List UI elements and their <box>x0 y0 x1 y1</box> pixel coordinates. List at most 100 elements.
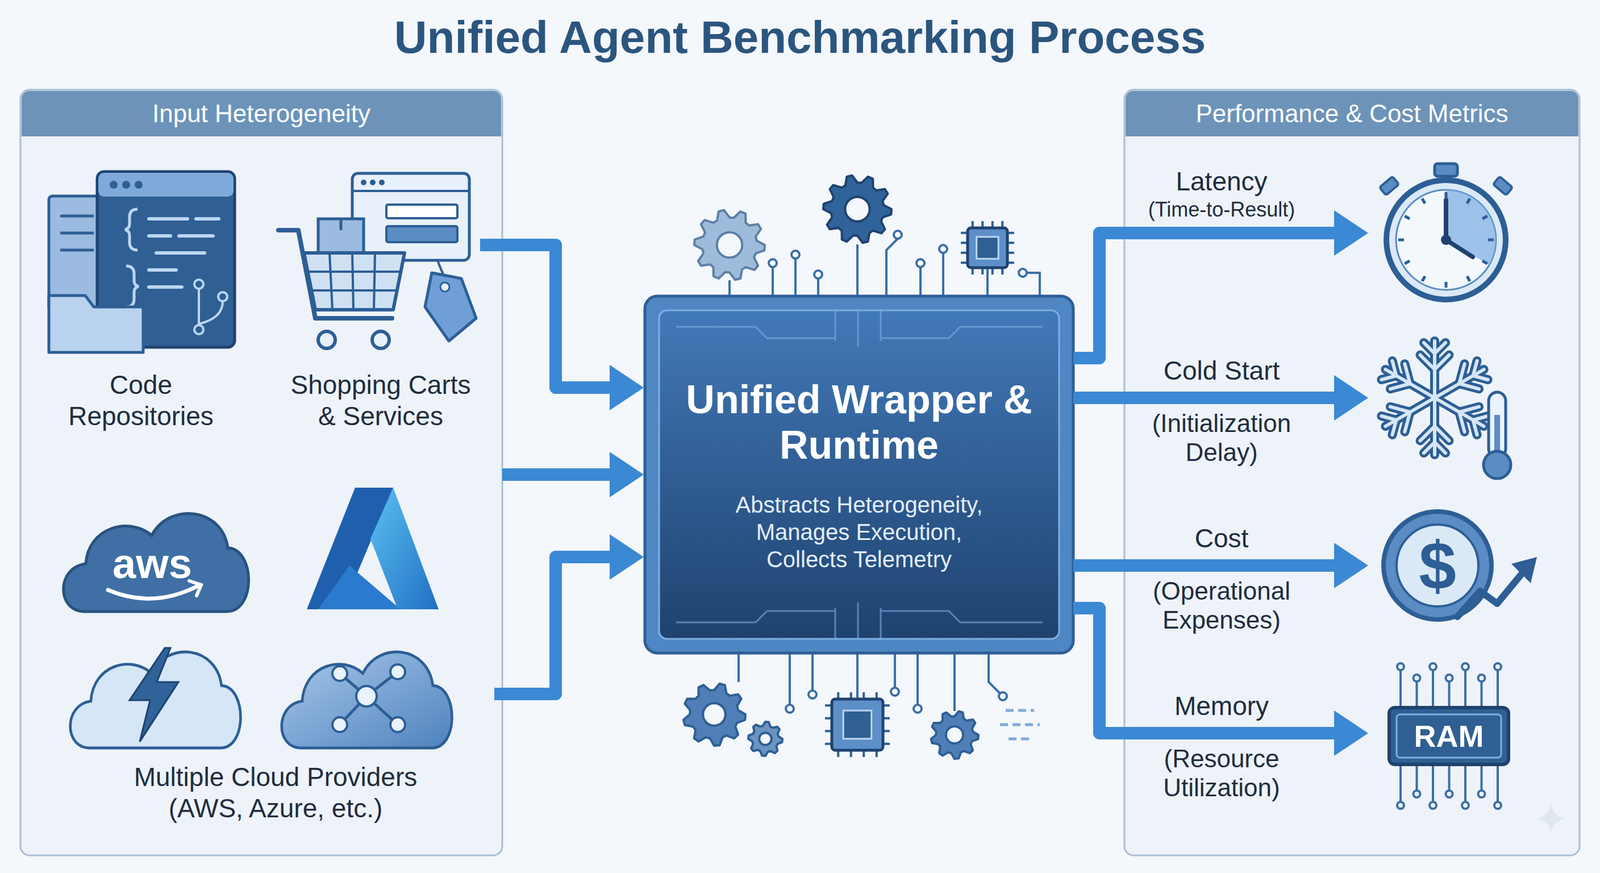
panel-ground <box>20 89 503 856</box>
circuit-traces <box>942 252 945 297</box>
gear-icons <box>694 210 765 280</box>
circuit-dots <box>808 690 817 699</box>
snowflake-icon <box>1434 369 1485 398</box>
shopping-cart-icon <box>278 173 477 349</box>
circuit-traces <box>919 267 922 297</box>
ram-chip-icon <box>1464 764 1467 802</box>
snowflake-icon <box>1381 340 1511 479</box>
ram-chip-icon <box>1496 764 1499 802</box>
azure-logo <box>370 487 439 610</box>
wrapper-box <box>659 310 1060 639</box>
code-repo-icon <box>48 171 235 353</box>
snowflake-icon <box>1385 397 1435 427</box>
shopping-cart-icon <box>386 204 458 219</box>
snowflake-icon <box>1459 406 1479 412</box>
wrapper-box <box>880 607 882 639</box>
chip-icons <box>967 227 1008 268</box>
panel-ground <box>1124 89 1580 856</box>
code-repo-icon <box>60 248 94 252</box>
stopwatch-icon <box>1404 215 1410 219</box>
stopwatch-icon <box>1443 200 1449 240</box>
ram-chip-icon <box>1429 801 1437 809</box>
ram-chip-icon <box>1397 663 1404 670</box>
network-cloud-icon <box>281 651 453 748</box>
node-heading: Code Repositories <box>34 369 248 432</box>
snowflake-icon <box>1404 363 1410 384</box>
snowflake-icon <box>1459 411 1465 432</box>
code-repo-icon <box>148 217 188 221</box>
ram-chip-icon <box>1413 790 1421 798</box>
code-repo-icon <box>197 288 200 325</box>
snowflake-icon <box>1434 355 1449 370</box>
snowflake-icon <box>1488 392 1506 458</box>
cost-coin-icon <box>1383 511 1537 620</box>
circuit-dots <box>998 692 1007 700</box>
shopping-cart-icon <box>339 218 343 231</box>
snowflake-icon <box>1473 375 1489 380</box>
gear-icons <box>823 175 892 244</box>
circuit-dots <box>768 259 777 268</box>
snowflake-icon <box>1390 406 1411 412</box>
node-caption: (Initialization Delay) <box>1125 409 1319 467</box>
code-repo-icon <box>178 234 214 238</box>
gear-icons <box>931 711 979 759</box>
ram-chip-icon <box>1446 790 1453 798</box>
snowflake-icon <box>1434 426 1449 441</box>
flow-arrow <box>502 468 610 481</box>
metric-item: Cold Start(Initialization Delay) <box>1369 323 1518 472</box>
circuit-traces <box>728 280 731 297</box>
circuit-dots <box>1018 268 1027 277</box>
ram-chip-icon <box>1496 670 1499 708</box>
shopping-cart-icon <box>352 252 354 310</box>
circuit-traces <box>794 258 797 297</box>
circuit-dots <box>890 687 899 696</box>
snowflake-icon <box>1404 411 1410 432</box>
wrapper-box <box>857 602 860 639</box>
flow-arrow <box>494 556 610 694</box>
cost-coin-icon <box>1383 511 1492 620</box>
network-cloud-icon <box>390 717 406 732</box>
stopwatch-icon <box>1444 281 1448 288</box>
runtime-box: Unified Wrapper & RuntimeAbstracts Heter… <box>644 296 1074 653</box>
stopwatch-icon <box>1446 189 1497 265</box>
circuit-traces <box>771 267 774 297</box>
snowflake-icon <box>1473 419 1478 435</box>
circuit-traces <box>856 652 859 699</box>
shopping-cart-icon <box>352 173 470 261</box>
circuit-traces <box>811 652 814 691</box>
snowflake-icon <box>1420 355 1435 370</box>
logo-text: aws <box>112 542 193 585</box>
node-caption: Abstracts Heterogeneity, Manages Executi… <box>717 490 1002 573</box>
circuit-dots <box>939 244 948 253</box>
snowflake-icon <box>1459 383 1479 389</box>
wrapper-box <box>834 607 837 639</box>
wrapper-box <box>676 310 1043 639</box>
code-repo-icon <box>126 265 139 307</box>
flow-arrow <box>1073 559 1335 572</box>
ram-chip-icon <box>1480 681 1483 708</box>
shopping-cart-icon <box>360 179 367 186</box>
wrapper-box <box>880 610 1043 623</box>
snowflake-icon <box>1381 415 1397 420</box>
shopping-cart-icon <box>352 189 470 193</box>
metric-item: Latency(Time-to-Result) <box>1369 159 1518 307</box>
cost-coin-icon <box>1396 524 1479 607</box>
ram-chip-icon <box>1415 681 1419 708</box>
node-heading: Latency <box>1125 165 1319 198</box>
stopwatch-icon <box>1379 176 1400 195</box>
text-group: Latency(Time-to-Result) <box>1125 165 1319 222</box>
circuit-traces <box>953 652 956 711</box>
wrapper-box <box>834 310 837 341</box>
snowflake-icon <box>1390 383 1411 389</box>
circuit-traces <box>886 238 898 297</box>
circuit-traces <box>788 652 791 705</box>
text-group: Cost <box>1125 522 1319 554</box>
code-repo-icon <box>148 234 171 238</box>
stopwatch-icon <box>1386 180 1506 300</box>
node-heading: Shopping Carts & Services <box>281 369 481 432</box>
snowflake-icon <box>1473 360 1478 376</box>
stopwatch-icon <box>1434 163 1458 177</box>
gear-icons <box>931 711 979 759</box>
gear-icons <box>702 702 726 726</box>
shopping-cart-icon <box>318 331 336 349</box>
